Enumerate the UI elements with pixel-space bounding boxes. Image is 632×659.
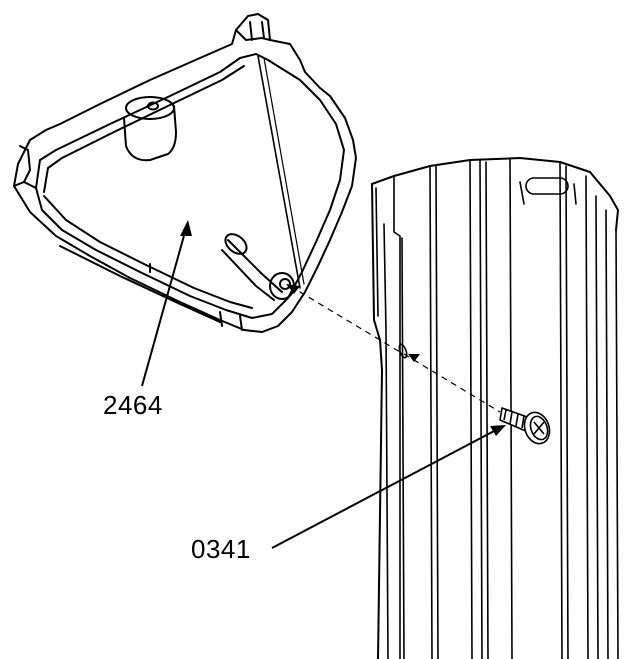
assembly-arrowheads — [286, 284, 420, 362]
leader-arrowhead-2464 — [180, 220, 192, 236]
callout-label-2464: 2464 — [103, 390, 163, 420]
assembly-path — [289, 285, 501, 413]
leader-lines — [141, 220, 506, 549]
end-cap-bracket — [13, 13, 357, 333]
leader-line-2464 — [141, 231, 186, 387]
callout-label-0341: 0341 — [191, 534, 251, 564]
screw — [499, 407, 551, 445]
leader-line-0341 — [271, 429, 497, 549]
vertical-profile-rail — [371, 157, 619, 659]
leader-arrowhead-0341 — [490, 425, 506, 436]
